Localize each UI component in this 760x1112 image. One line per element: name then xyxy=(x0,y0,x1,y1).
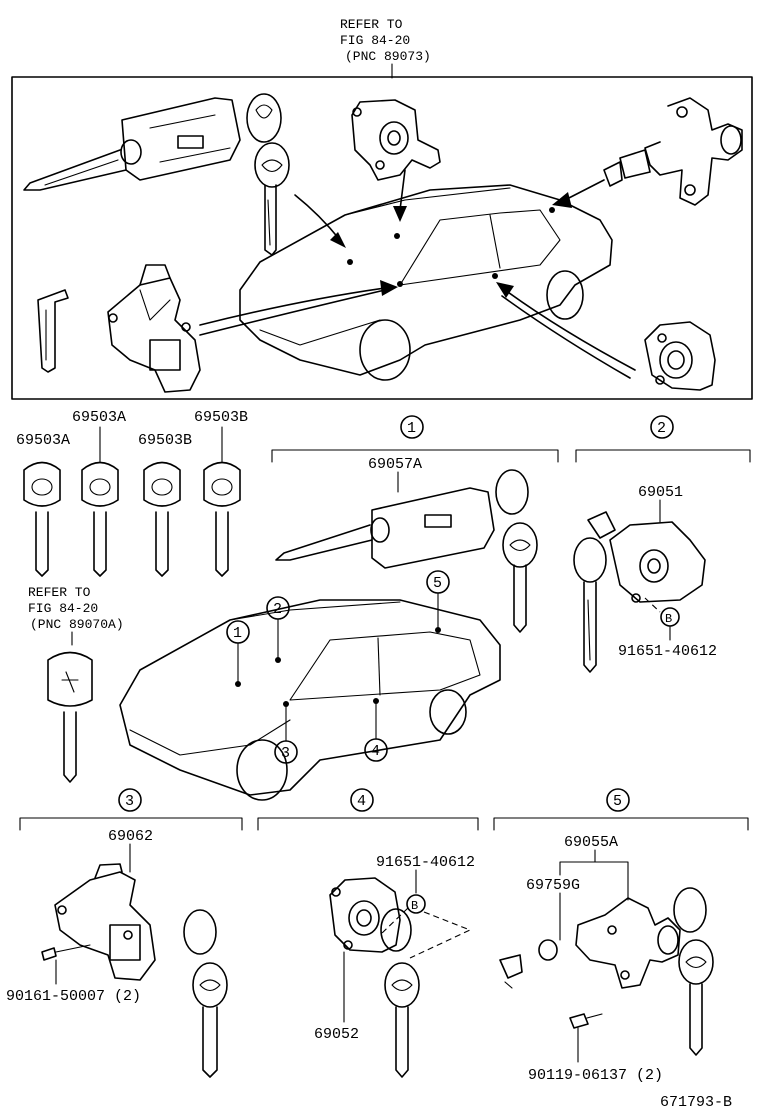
group-5-trunk-lock-drawing xyxy=(499,897,681,989)
overview-arrows xyxy=(199,169,636,379)
key-drawing-1 xyxy=(23,461,61,577)
key-row: 69503A 69503A 69503B 69503B xyxy=(16,409,248,577)
key-part-label-2: 69503A xyxy=(72,409,126,426)
group-3-bracket xyxy=(19,817,243,831)
group-2-callout-b-text: B xyxy=(665,612,672,626)
top-ref-line2: FIG 84-20 xyxy=(340,33,410,48)
top-ref-line3: (PNC 89073) xyxy=(345,49,431,64)
group-4-bracket xyxy=(257,817,479,831)
group-1: 1 69057A xyxy=(271,415,559,633)
overview-panel: REFER TO FIG 84-20 (PNC 89073) xyxy=(11,17,753,400)
group-3-part-69062: 69062 xyxy=(108,828,153,845)
group-5-number: 5 xyxy=(613,793,622,810)
group-5-part-90119: 90119-06137 (2) xyxy=(528,1067,663,1084)
group-3-key-drawing xyxy=(183,909,228,1078)
ignition-key-drawing xyxy=(246,93,290,256)
ignition-cylinder-drawing xyxy=(23,97,241,191)
top-ref-line1: REFER TO xyxy=(340,17,403,32)
group-1-cylinder-drawing xyxy=(275,487,495,569)
group-2-number: 2 xyxy=(657,420,666,437)
group-3: 3 69062 90161-50007 (2) xyxy=(6,788,243,1078)
left-reference: REFER TO FIG 84-20 (PNC 89070A) xyxy=(28,585,124,783)
center-car-body xyxy=(119,599,501,796)
group-3-part-90161: 90161-50007 (2) xyxy=(6,988,141,1005)
group-1-part-69057A: 69057A xyxy=(368,456,422,473)
blade-key-drawing xyxy=(37,289,69,373)
group-2-key-drawing xyxy=(573,537,607,673)
group-4-part-91651: 91651-40612 xyxy=(376,854,475,871)
group-1-number: 1 xyxy=(407,420,416,437)
group-1-bracket xyxy=(271,449,559,463)
group-3-number: 3 xyxy=(125,793,134,810)
car-marker-5-text: 5 xyxy=(433,575,442,592)
left-ref-line1: REFER TO xyxy=(28,585,91,600)
group-3-screw-drawing xyxy=(41,944,91,961)
group-2-part-69051: 69051 xyxy=(638,484,683,501)
group-2-marker xyxy=(650,415,674,439)
car-marker-2-text: 2 xyxy=(273,601,282,618)
key-drawing-2 xyxy=(81,461,119,577)
door-lock-drawing xyxy=(644,321,716,391)
group-4-marker xyxy=(350,788,374,812)
group-4-key-drawing xyxy=(380,908,420,1078)
left-ref-line2: FIG 84-20 xyxy=(28,601,98,616)
group-5-key-drawing xyxy=(673,887,714,1056)
group-4-callout-b xyxy=(406,894,426,914)
group-5-bracket xyxy=(493,817,749,831)
group-5-part-69759G: 69759G xyxy=(526,877,580,894)
group-5-marker xyxy=(606,788,630,812)
key-part-label-4: 69503B xyxy=(194,409,248,426)
group-1-marker xyxy=(400,415,424,439)
key-drawing-3 xyxy=(143,461,181,577)
glovebox-lock-drawing xyxy=(351,99,441,181)
group-4: 4 91651-40612 B 69052 xyxy=(257,788,479,1078)
group-3-marker xyxy=(118,788,142,812)
group-2-bracket xyxy=(575,449,751,463)
group-2: 2 69051 B 91651-40612 xyxy=(573,415,751,673)
group-5: 5 69055A 69759G 90119-06137 (2) xyxy=(493,788,749,1084)
figure-code: 671793-B xyxy=(660,1094,732,1111)
group-4-number: 4 xyxy=(357,793,366,810)
trunk-lock-drawing xyxy=(603,97,743,206)
center-car: 1 2 3 4 5 xyxy=(119,570,501,801)
group-4-callout-b-text: B xyxy=(411,899,418,913)
car-marker-3-text: 3 xyxy=(281,745,290,762)
key-part-label-1: 69503A xyxy=(16,432,70,449)
group-5-screw-drawing xyxy=(569,1013,603,1029)
group-5-part-69055A: 69055A xyxy=(564,834,618,851)
left-ref-line3: (PNC 89070A) xyxy=(30,617,124,632)
steering-lock-drawing xyxy=(107,264,201,393)
key-drawing-4 xyxy=(203,461,241,577)
group-1-key-drawing xyxy=(495,469,538,633)
car-marker-1-text: 1 xyxy=(233,625,242,642)
group-4-part-69052: 69052 xyxy=(314,1026,359,1043)
group-4-lock-drawing xyxy=(329,877,401,953)
group-2-part-91651: 91651-40612 xyxy=(618,643,717,660)
overview-frame xyxy=(11,76,753,400)
left-reference-key-drawing xyxy=(47,651,93,783)
group-2-lock-drawing xyxy=(587,511,706,603)
key-part-label-3: 69503B xyxy=(138,432,192,449)
group-3-steering-lock-drawing xyxy=(54,863,156,981)
overview-car-drawing xyxy=(239,184,613,381)
car-marker-4-text: 4 xyxy=(371,743,380,760)
